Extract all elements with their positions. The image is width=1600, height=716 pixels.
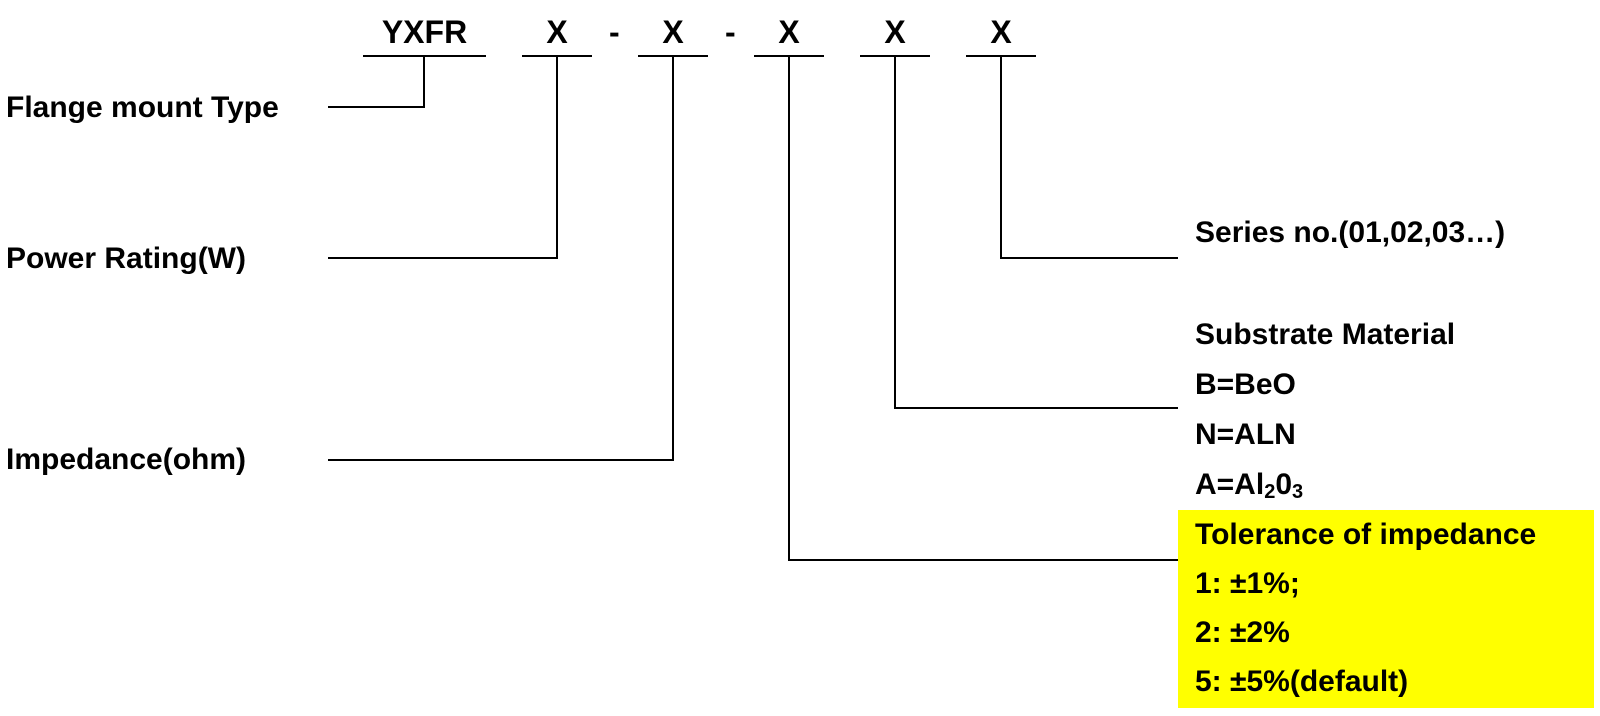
- label-substrate-material: Substrate Material: [1195, 318, 1456, 351]
- label-tolerance-title: Tolerance of impedance: [1195, 518, 1537, 551]
- label-series-no: Series no.(01,02,03…): [1195, 216, 1506, 249]
- leader-power: [328, 56, 558, 259]
- label-tolerance-5: 5: ±5%(default): [1195, 665, 1409, 698]
- code-separator-1: -: [609, 14, 620, 50]
- label-substrate-beo: B=BeO: [1195, 368, 1296, 401]
- code-slot-substrate: X: [884, 14, 906, 50]
- leader-series: [1000, 56, 1178, 259]
- code-slot-power: X: [546, 14, 568, 50]
- label-tolerance-2: 2: ±2%: [1195, 616, 1290, 649]
- label-substrate-aln: N=ALN: [1195, 418, 1296, 451]
- code-slot-series: X: [990, 14, 1012, 50]
- code-slot-impedance: X: [662, 14, 684, 50]
- label-power-rating: Power Rating(W): [6, 242, 246, 275]
- leader-flange: [328, 56, 425, 108]
- code-separator-2: -: [725, 14, 736, 50]
- label-tolerance-1: 1: ±1%;: [1195, 567, 1300, 600]
- label-substrate-al2o3: A=Al203: [1195, 468, 1304, 503]
- label-flange-mount-type: Flange mount Type: [6, 91, 279, 124]
- code-prefix: YXFR: [381, 14, 468, 50]
- leader-impedance: [328, 56, 674, 461]
- label-impedance: Impedance(ohm): [6, 443, 247, 476]
- tolerance-highlight-box: [1178, 510, 1594, 708]
- leader-substrate: [894, 56, 1178, 409]
- code-slot-tolerance: X: [778, 14, 800, 50]
- leader-tolerance: [788, 56, 1178, 561]
